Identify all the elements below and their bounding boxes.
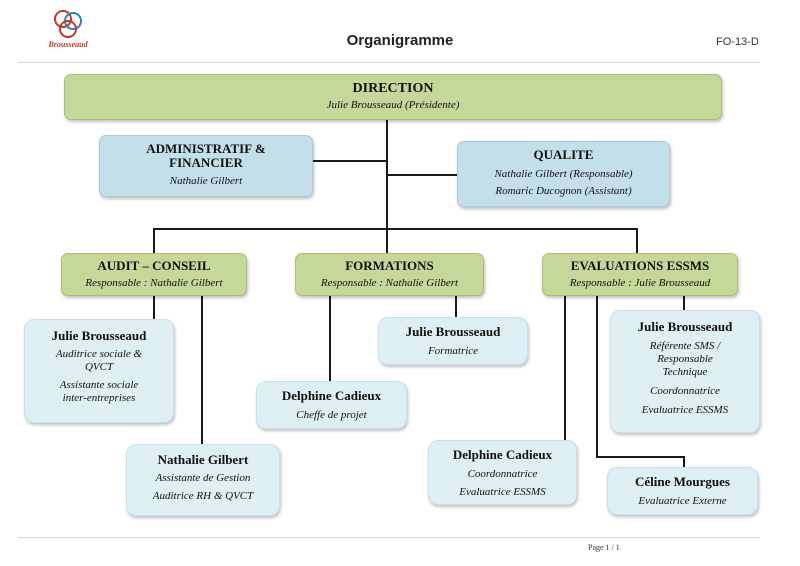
audit-member2-role1: Assistante de Gestion bbox=[155, 472, 251, 484]
footer-divider bbox=[18, 537, 760, 538]
page-title: Organigramme bbox=[346, 32, 454, 49]
essms-member1-name: Julie Brousseaud bbox=[637, 319, 733, 334]
audit-member2-role2: Auditrice RH & QVCT bbox=[152, 490, 254, 502]
admin-box: ADMINISTRATIF & FINANCIER Nathalie Gilbe… bbox=[99, 135, 313, 197]
connector-formations-member2 bbox=[329, 295, 331, 382]
connector-audit-member1 bbox=[153, 295, 155, 319]
formations-box: FORMATIONS Responsable : Nathalie Gilber… bbox=[295, 253, 484, 296]
connector-admin bbox=[313, 160, 387, 162]
logo-text: Brousseaud bbox=[48, 40, 88, 49]
audit-member2-box: Nathalie Gilbert Assistante de Gestion A… bbox=[126, 444, 280, 516]
essms-member2-name: Delphine Cadieux bbox=[452, 447, 553, 462]
essms-member3-box: Céline Mourgues Evaluatrice Externe bbox=[607, 467, 758, 515]
audit-member1-box: Julie Brousseaud Auditrice sociale & QVC… bbox=[24, 319, 174, 423]
qualite-box: QUALITE Nathalie Gilbert (Responsable) R… bbox=[457, 141, 670, 207]
qualite-line1: Nathalie Gilbert (Responsable) bbox=[494, 168, 633, 180]
connector-essms-member3-horizontal bbox=[596, 456, 684, 458]
connector-essms-member3-drop bbox=[683, 456, 685, 468]
formations-subtitle: Responsable : Nathalie Gilbert bbox=[320, 277, 459, 289]
essms-member1-box: Julie Brousseaud Référente SMS / Respons… bbox=[610, 310, 760, 433]
essms-member1-role1-line1: Référente SMS / bbox=[649, 340, 721, 352]
essms-subtitle: Responsable : Julie Brousseaud bbox=[569, 277, 711, 289]
essms-member3-name: Céline Mourgues bbox=[635, 474, 730, 489]
connector-horizontal bbox=[153, 228, 637, 230]
formations-member1-name: Julie Brousseaud bbox=[405, 324, 501, 339]
formations-member1-role: Formatrice bbox=[427, 345, 479, 357]
formations-member1-box: Julie Brousseaud Formatrice bbox=[378, 317, 528, 365]
direction-subtitle: Julie Brousseaud (Présidente) bbox=[326, 99, 460, 111]
essms-title: EVALUATIONS ESSMS bbox=[570, 258, 710, 273]
connector-formations bbox=[386, 228, 388, 254]
connector-qualite bbox=[387, 174, 457, 176]
document-ref: FO-13-D bbox=[716, 36, 759, 48]
formations-title: FORMATIONS bbox=[345, 258, 434, 273]
essms-member1-role1-line2: Responsable bbox=[657, 353, 713, 365]
admin-title-line1: ADMINISTRATIF & bbox=[146, 141, 266, 156]
connector-essms-member3-vertical bbox=[596, 295, 598, 457]
audit-member1-name: Julie Brousseaud bbox=[51, 328, 147, 343]
connector-audit-member2 bbox=[201, 295, 203, 445]
audit-box: AUDIT – CONSEIL Responsable : Nathalie G… bbox=[61, 253, 247, 296]
essms-member2-role1: Coordonnatrice bbox=[467, 468, 538, 480]
direction-title: DIRECTION bbox=[352, 81, 434, 96]
header-divider bbox=[18, 62, 760, 63]
essms-box: EVALUATIONS ESSMS Responsable : Julie Br… bbox=[542, 253, 738, 296]
formations-member2-box: Delphine Cadieux Cheffe de projet bbox=[256, 381, 407, 429]
essms-member1-role3: Evaluatrice ESSMS bbox=[641, 404, 729, 416]
company-logo: Brousseaud bbox=[44, 10, 92, 54]
essms-member2-box: Delphine Cadieux Coordonnatrice Evaluatr… bbox=[428, 440, 577, 505]
connector-essms-member2 bbox=[564, 295, 566, 442]
audit-subtitle: Responsable : Nathalie Gilbert bbox=[85, 277, 223, 289]
essms-member3-role: Evaluatrice Externe bbox=[638, 495, 727, 507]
essms-member1-role2: Coordonnatrice bbox=[650, 385, 720, 397]
audit-member1-role2-line1: Assistante sociale bbox=[59, 379, 139, 391]
direction-box: DIRECTION Julie Brousseaud (Présidente) bbox=[64, 74, 722, 120]
admin-title-line2: FINANCIER bbox=[169, 155, 243, 170]
formations-member2-role: Cheffe de projet bbox=[296, 409, 367, 421]
audit-title: AUDIT – CONSEIL bbox=[97, 258, 211, 273]
page-number: Page 1 / 1 bbox=[588, 543, 620, 552]
connector-audit bbox=[153, 228, 155, 254]
audit-member1-role1-line2: QVCT bbox=[84, 361, 114, 373]
admin-subtitle: Nathalie Gilbert bbox=[169, 175, 243, 187]
connector-essms-member1 bbox=[683, 295, 685, 310]
audit-member1-role2-line2: inter-entreprises bbox=[62, 392, 136, 404]
connector-formations-member1 bbox=[455, 295, 457, 318]
audit-member1-role1-line1: Auditrice sociale & bbox=[55, 348, 143, 360]
qualite-line2: Romaric Ducognon (Assistant) bbox=[495, 185, 632, 197]
audit-member2-name: Nathalie Gilbert bbox=[157, 452, 249, 467]
essms-member2-role2: Evaluatrice ESSMS bbox=[459, 486, 546, 498]
connector-essms bbox=[636, 228, 638, 254]
formations-member2-name: Delphine Cadieux bbox=[281, 388, 382, 403]
essms-member1-role1-line3: Technique bbox=[662, 366, 708, 378]
qualite-title: QUALITE bbox=[533, 147, 594, 162]
